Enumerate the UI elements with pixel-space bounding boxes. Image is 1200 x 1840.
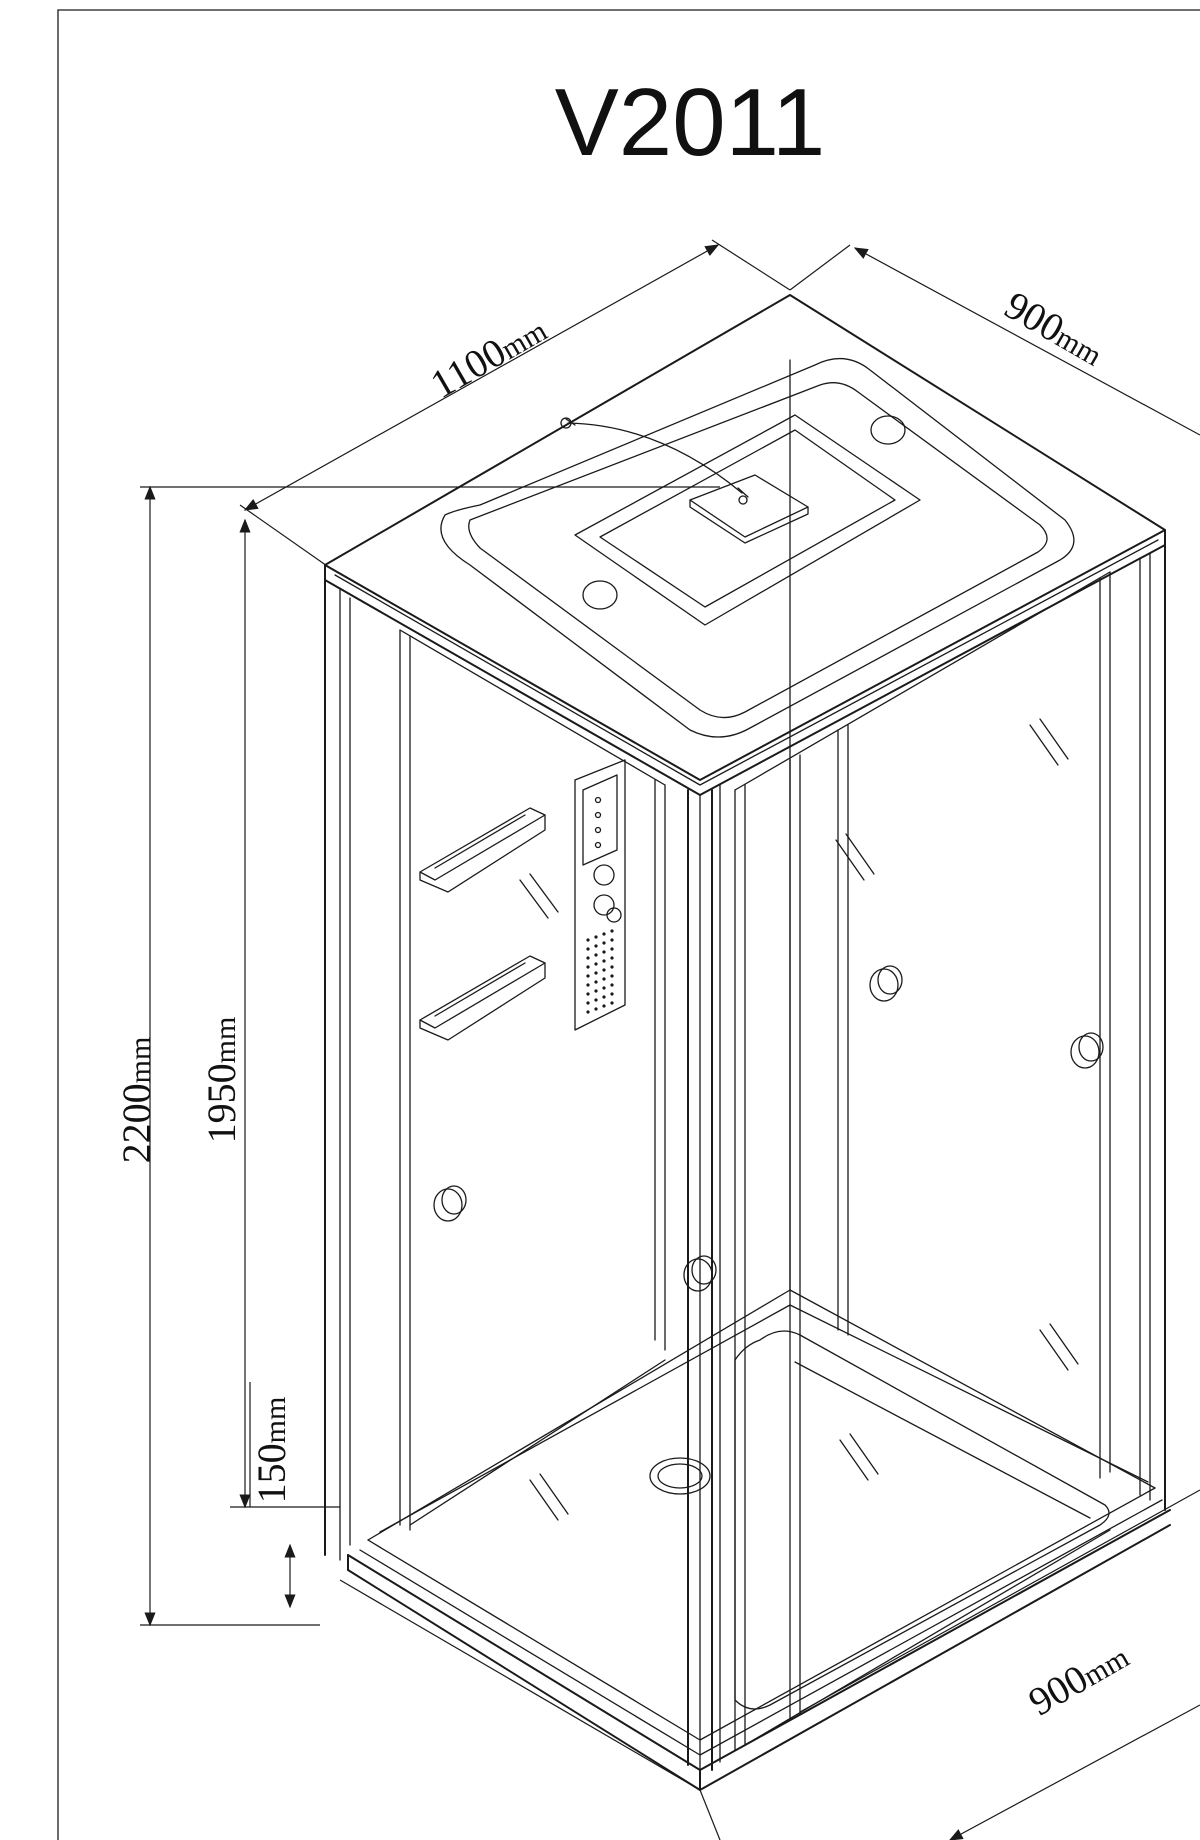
- jet-dot: [610, 938, 614, 942]
- dimension-lines: [140, 239, 1200, 1840]
- drawing-frame: [57, 9, 1200, 1840]
- door-handle-icon: [433, 1188, 463, 1222]
- jet-dot: [602, 1004, 606, 1008]
- jet-dot: [602, 968, 606, 972]
- jet-dot: [586, 974, 590, 978]
- door-handle-icon: [1070, 1035, 1100, 1069]
- jet-dot: [586, 983, 590, 987]
- jet-dot: [594, 989, 598, 993]
- jet-dot: [594, 944, 598, 948]
- dim-tray-height: 150mm: [249, 1397, 294, 1504]
- dim-width-top: 900mm: [997, 282, 1112, 374]
- roof-light-icon: [870, 415, 906, 445]
- drain-icon: [649, 1457, 711, 1495]
- jet-dot: [602, 950, 606, 954]
- jet-dot: [586, 947, 590, 951]
- left-glass-panel: [399, 629, 666, 1531]
- dim-length-top: 1100mm: [423, 306, 554, 408]
- jet-dot: [586, 965, 590, 969]
- mixer-knob-icon: [593, 894, 615, 916]
- glass-shelves: [419, 807, 546, 1041]
- jet-dot: [610, 956, 614, 960]
- jet-dot: [594, 971, 598, 975]
- jet-dot: [610, 1001, 614, 1005]
- dim-cabin-height: 1950mm: [199, 1017, 244, 1144]
- jet-dot: [610, 947, 614, 951]
- jet-dot: [586, 938, 590, 942]
- jet-dot: [594, 962, 598, 966]
- jet-dot: [602, 986, 606, 990]
- massage-jets: [586, 929, 614, 1014]
- jet-dot: [594, 998, 598, 1002]
- jet-dot: [610, 992, 614, 996]
- jet-dot: [586, 956, 590, 960]
- dim-total-height: 2200mm: [114, 1037, 159, 1164]
- jet-dot: [586, 1001, 590, 1005]
- jet-dot: [610, 974, 614, 978]
- jet-dot: [594, 980, 598, 984]
- door-handles: [433, 965, 1104, 1292]
- door-handle-icon: [869, 968, 899, 1002]
- control-panel: [574, 759, 626, 1031]
- jet-dot: [602, 995, 606, 999]
- shower-cabin: [324, 294, 1171, 1791]
- jet-dot: [610, 965, 614, 969]
- jet-dot: [586, 992, 590, 996]
- dim-width-bottom: 900mm: [1021, 1632, 1136, 1724]
- jet-dot: [594, 935, 598, 939]
- jet-dot: [594, 1007, 598, 1011]
- roof-light-icon: [582, 580, 618, 610]
- door-handle-icon: [683, 1258, 713, 1292]
- jet-dot: [602, 977, 606, 981]
- jet-dot: [610, 983, 614, 987]
- frame-posts: [324, 359, 1166, 1771]
- jet-dot: [602, 932, 606, 936]
- jet-dot: [602, 941, 606, 945]
- jet-dot: [594, 953, 598, 957]
- model-title: V2011: [555, 69, 825, 176]
- jet-dot: [586, 1010, 590, 1014]
- mixer-knob-icon: [593, 864, 615, 886]
- jet-dot: [610, 929, 614, 933]
- jet-dot: [602, 959, 606, 963]
